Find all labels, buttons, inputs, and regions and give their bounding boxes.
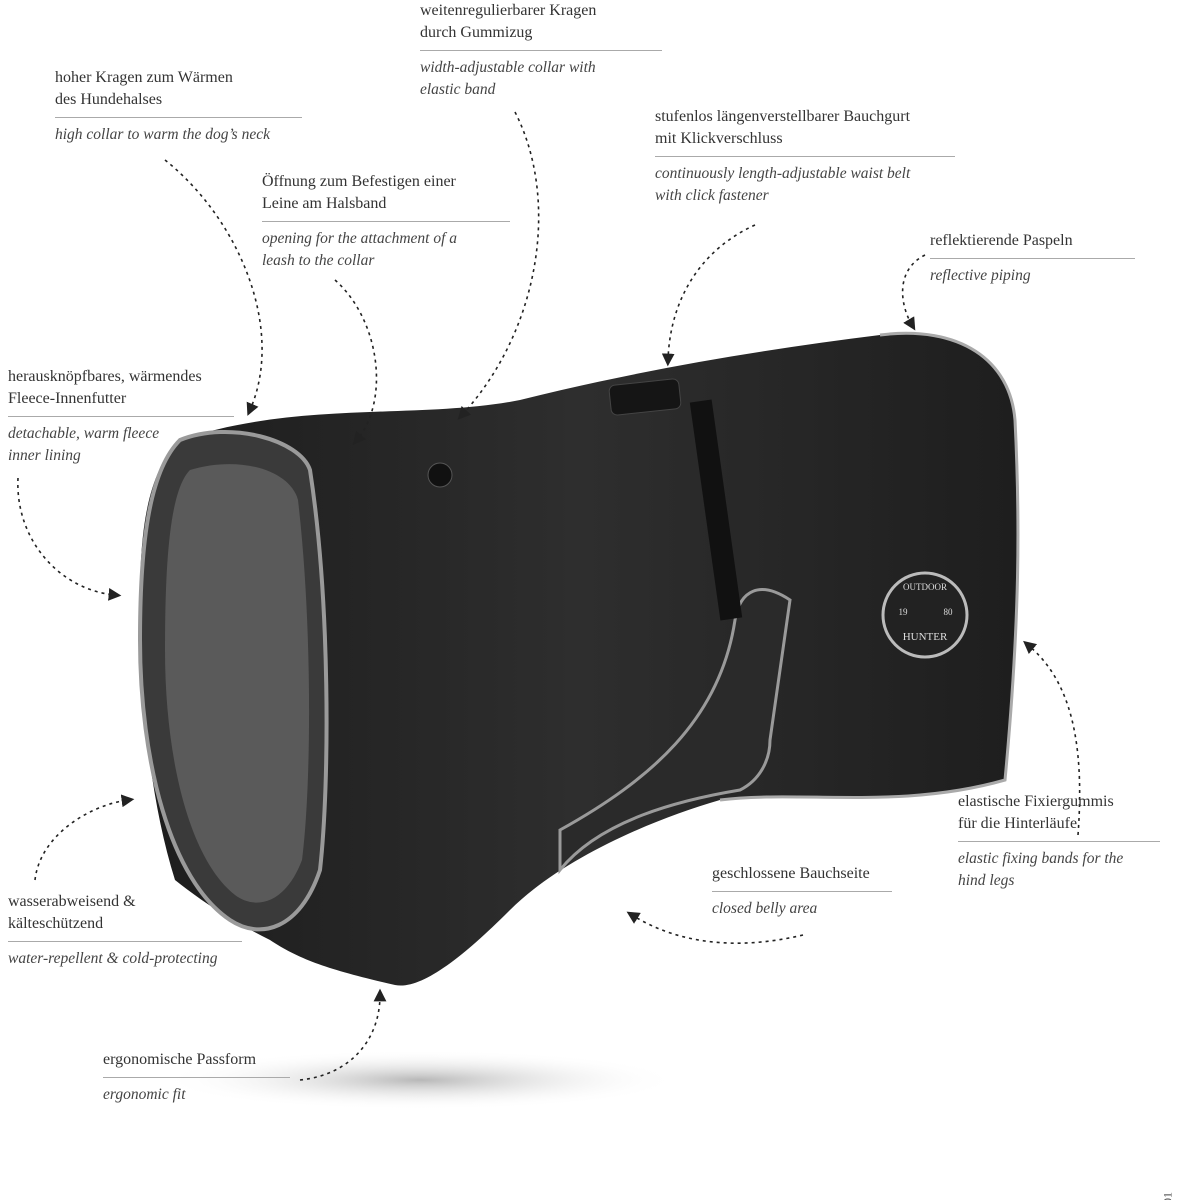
label-en: elastic band	[420, 81, 496, 98]
label-de: kälteschützend	[8, 915, 104, 932]
label-de: stufenlos längenverstellbarer Bauchgurt	[655, 108, 911, 125]
label-en: hind legs	[958, 872, 1015, 889]
label-de: durch Gummizug	[420, 24, 533, 41]
elastic-toggle	[427, 462, 453, 488]
label-en: ergonomic fit	[103, 1086, 186, 1103]
annotation-waist-belt: stufenlos längenverstellbarer Bauchgurt m…	[655, 106, 955, 207]
floor-shadow	[160, 1050, 680, 1110]
label-de: Öffnung zum Befestigen einer	[262, 173, 456, 190]
logo-text-19: 19	[899, 607, 909, 617]
label-en: width-adjustable collar with	[420, 59, 596, 76]
brand-logo-badge: OUTDOOR 19 80 HUNTER	[881, 571, 969, 659]
label-en: continuously length-adjustable waist bel…	[655, 165, 911, 182]
arrow-water-repellent	[34, 794, 135, 881]
label-en: leash to the collar	[262, 252, 375, 269]
label-de: geschlossene Bauchseite	[712, 865, 870, 882]
arrow-collar-width	[457, 111, 540, 420]
label-en: closed belly area	[712, 900, 818, 917]
label-de: reflektierende Paspeln	[930, 232, 1073, 249]
annotation-high-collar: hoher Kragen zum Wärmen des Hundehalses h…	[55, 67, 302, 146]
arrow-waist-belt	[661, 224, 756, 367]
arrow-elastic-bands	[1023, 640, 1081, 836]
arrow-belly	[626, 911, 804, 944]
label-en: high collar to warm the dog’s neck	[55, 126, 270, 143]
annotation-elastic-bands: elastische Fixiergummis für die Hinterläu…	[958, 791, 1160, 892]
logo-text-80: 80	[944, 607, 954, 617]
label-de: elastische Fixiergummis	[958, 793, 1114, 810]
label-de: weitenregulierbarer Kragen	[420, 2, 597, 19]
label-de: mit Klickverschluss	[655, 130, 783, 147]
arrow-leash-opening	[334, 279, 378, 445]
annotation-reflective-piping: reflektierende Paspeln reflective piping	[930, 230, 1135, 287]
reflective-piping-edge	[719, 331, 1020, 802]
label-de: hoher Kragen zum Wärmen	[55, 69, 233, 86]
annotation-collar-width: weitenregulierbarer Kragen durch Gummizug…	[420, 0, 662, 101]
leg-opening	[558, 588, 792, 875]
label-de: Leine am Halsband	[262, 195, 387, 212]
annotation-water-repellent: wasserabweisend & kälteschützend water-re…	[8, 891, 242, 970]
label-en: inner lining	[8, 447, 81, 464]
label-de: herausknöpfbares, wärmendes	[8, 368, 202, 385]
label-en: elastic fixing bands for the	[958, 850, 1124, 867]
label-en: opening for the attachment of a	[262, 230, 458, 247]
arrow-high-collar	[164, 159, 263, 416]
label-en: water-repellent & cold-protecting	[8, 950, 218, 967]
label-de: für die Hinterläufe	[958, 815, 1078, 832]
label-en: detachable, warm fleece	[8, 425, 160, 442]
label-de: wasserabweisend &	[8, 893, 136, 910]
logo-text-hunter: HUNTER	[903, 631, 948, 643]
click-buckle	[608, 378, 682, 416]
waist-belt	[689, 399, 743, 621]
annotation-belly: geschlossene Bauchseite closed belly are…	[712, 863, 892, 920]
fleece-lining	[165, 464, 310, 903]
label-de: ergonomische Passform	[103, 1051, 257, 1068]
logo-text-outdoor: OUTDOOR	[903, 582, 947, 592]
label-de: des Hundehalses	[55, 91, 163, 108]
label-en: with click fastener	[655, 187, 769, 204]
label-de: Fleece-Innenfutter	[8, 390, 127, 407]
arrow-ergonomic-fit	[299, 988, 387, 1081]
product-code: HC210301	[1161, 1192, 1176, 1200]
annotation-ergonomic-fit: ergonomische Passform ergonomic fit	[103, 1049, 290, 1106]
coat-body	[140, 333, 1018, 986]
arrow-reflective-piping	[901, 254, 926, 331]
arrow-fleece-lining	[17, 477, 122, 601]
label-en: reflective piping	[930, 267, 1031, 284]
